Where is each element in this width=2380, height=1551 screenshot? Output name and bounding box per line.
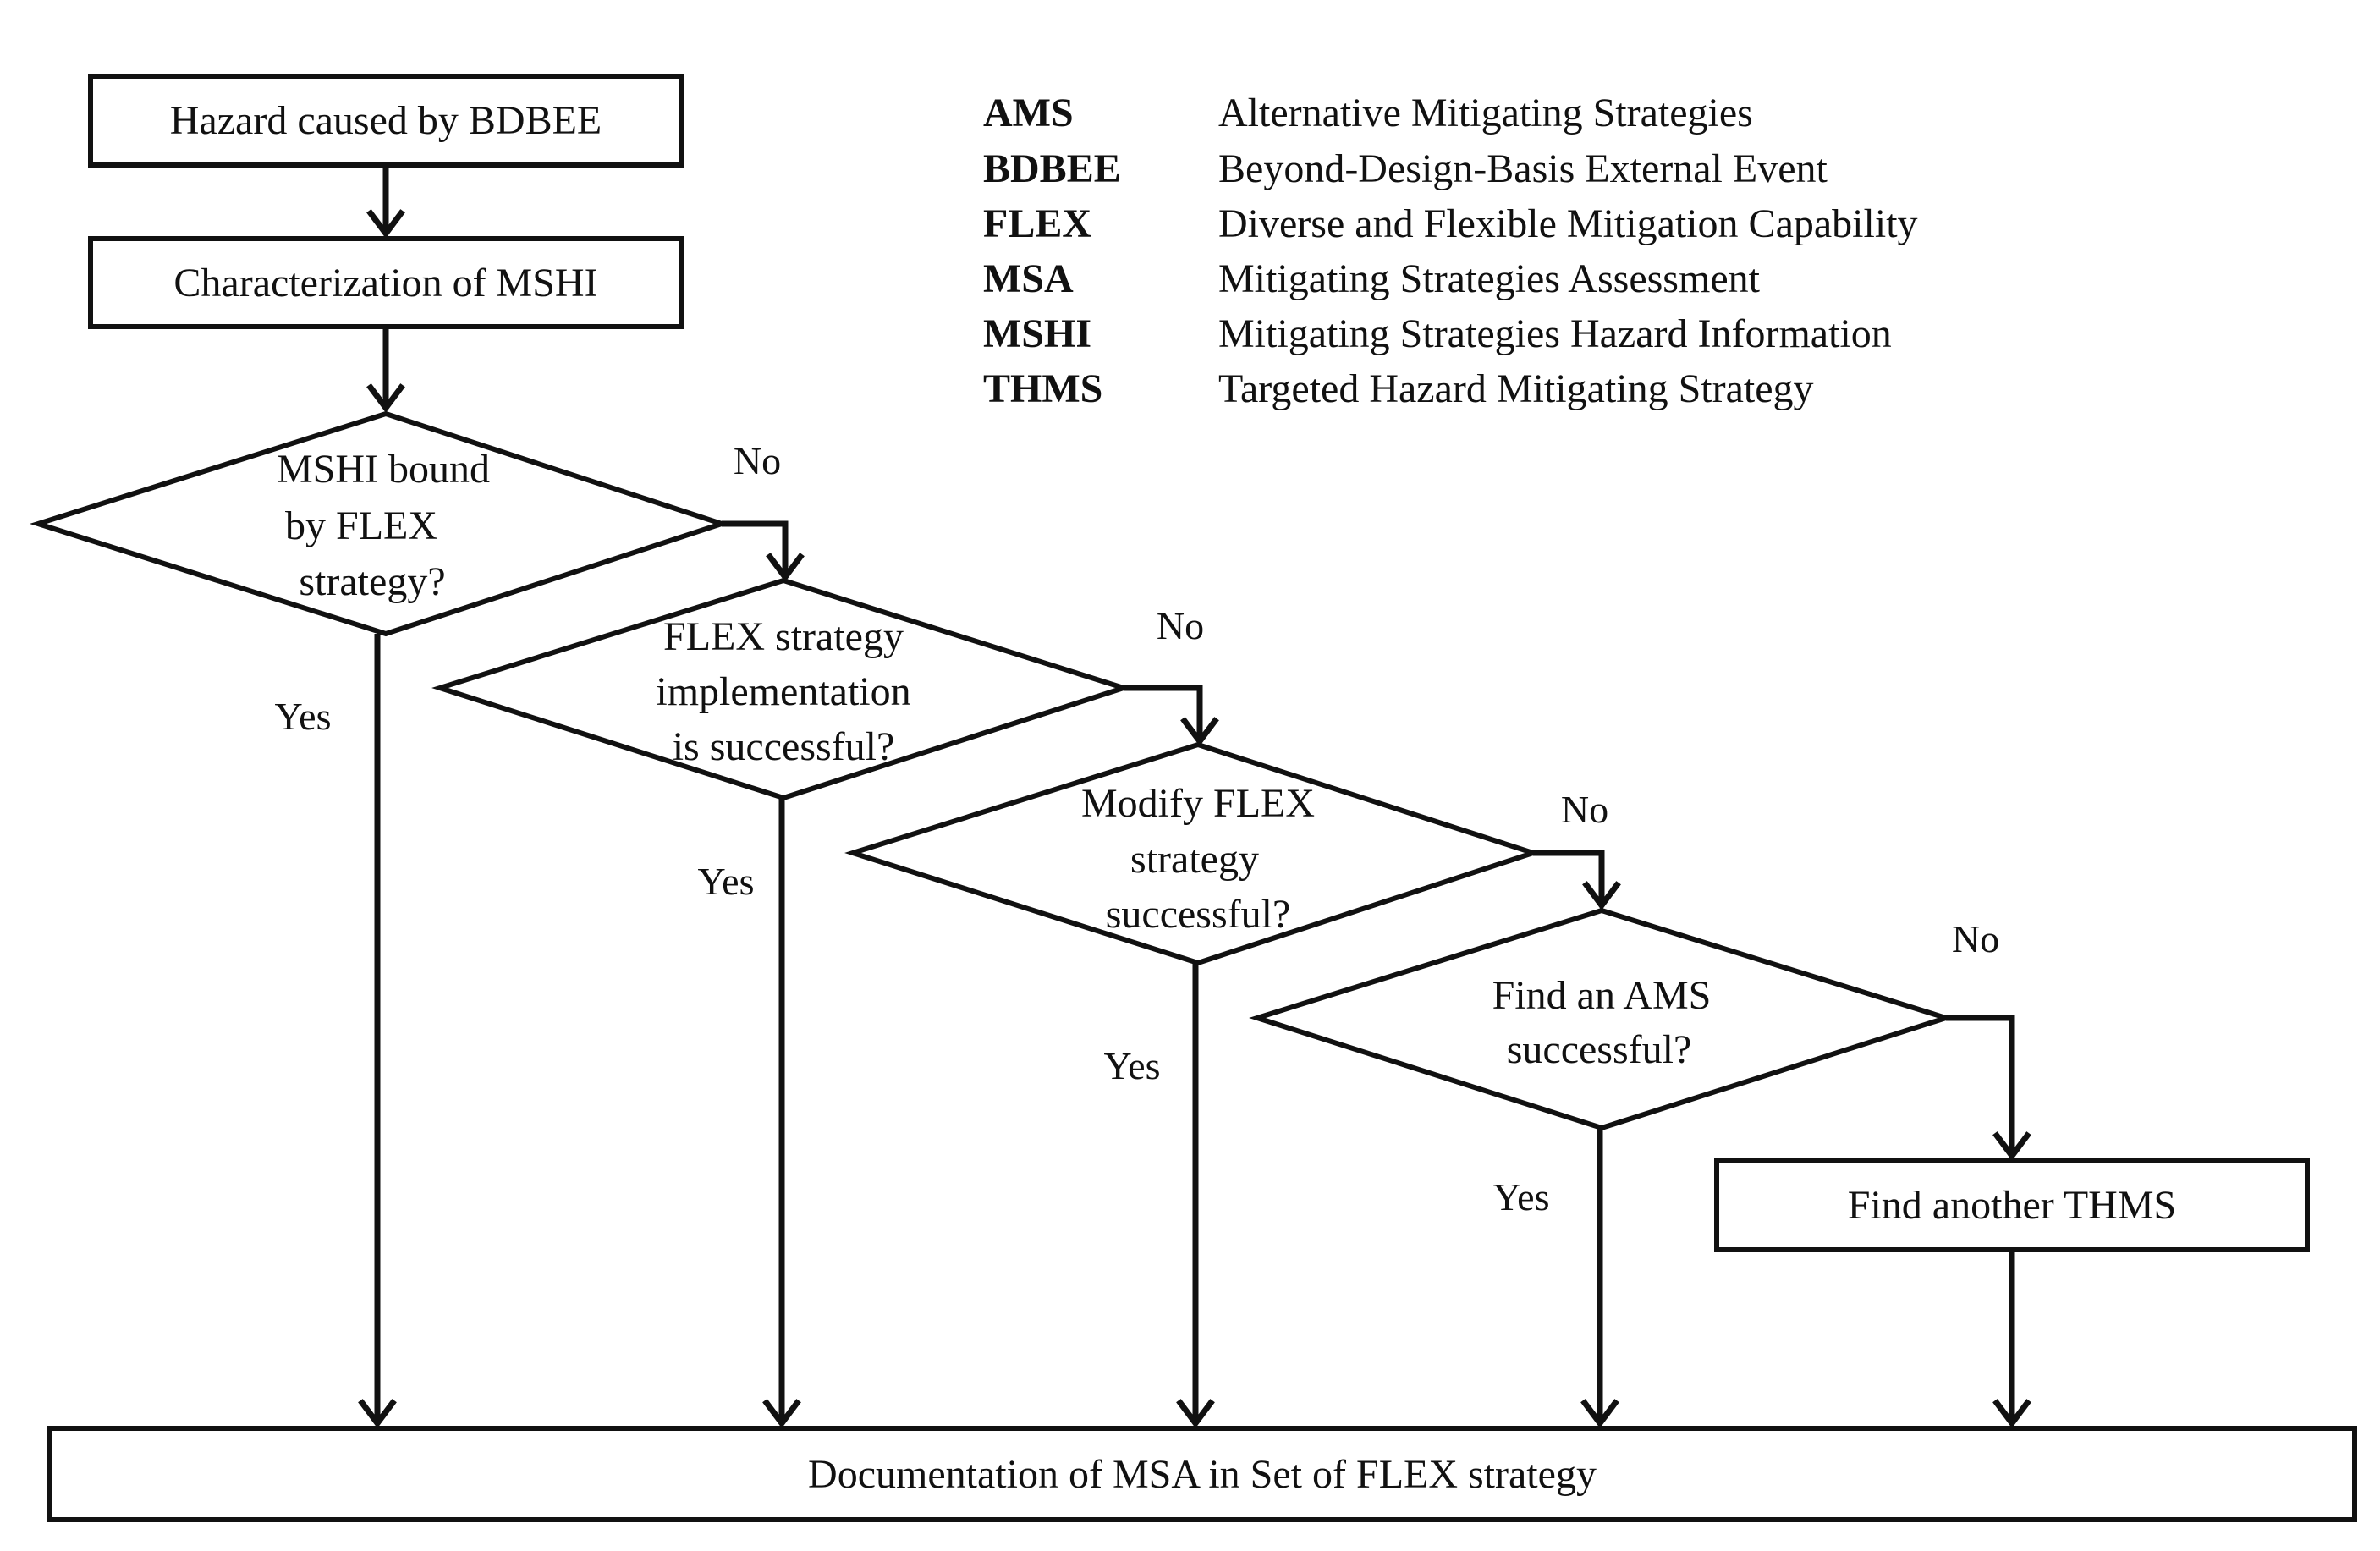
another-thms-node-label: Find another THMS <box>1848 1183 2176 1228</box>
hazard-node: Hazard caused by BDBEE <box>88 74 684 168</box>
arrow-decision1-yes: Yes <box>275 634 397 1428</box>
decision2-line-1: FLEX strategy <box>663 614 904 659</box>
another-thms-node: Find another THMS <box>1714 1158 2310 1252</box>
decision1-line-2: by FLEX <box>285 503 437 548</box>
decision2-yes-label: Yes <box>698 860 755 903</box>
decision1-no-label: No <box>734 439 781 482</box>
legend-def-ams: Alternative Mitigating Strategies <box>1218 91 1753 135</box>
decision3-no-label: No <box>1561 788 1608 831</box>
decision2-line-2: implementation <box>656 669 910 714</box>
arrow-decision2-no: No <box>1124 604 1219 746</box>
decision1-yes-label: Yes <box>275 695 332 738</box>
decision4-yes-label: Yes <box>1493 1175 1550 1218</box>
decision3-node: Modify FLEX strategy successful? <box>844 741 1542 966</box>
arrow-decision1-no: No <box>722 439 805 582</box>
decision4-line-1: Find an AMS <box>1492 973 1712 1018</box>
decision3-yes-label: Yes <box>1104 1044 1161 1087</box>
decision1-line-3: strategy? <box>299 559 445 604</box>
decision2-no-label: No <box>1157 604 1204 647</box>
decision2-line-3: is successful? <box>673 724 895 769</box>
arrow-characterization-to-decision1 <box>366 327 405 413</box>
decision3-line-3: successful? <box>1106 892 1291 937</box>
documentation-node-label: Documentation of MSA in Set of FLEX stra… <box>808 1452 1597 1497</box>
abbreviation-legend: AMS Alternative Mitigating Strategies BD… <box>983 91 1918 411</box>
decision4-node: Find an AMS successful? <box>1249 907 1954 1131</box>
arrow-decision4-yes: Yes <box>1493 1128 1619 1428</box>
legend-def-flex: Diverse and Flexible Mitigation Capabili… <box>1218 201 1918 246</box>
arrow-hazard-to-characterization <box>366 165 405 239</box>
legend-abbr-msa: MSA <box>983 256 1074 301</box>
arrow-another-to-documentation <box>1992 1250 2031 1428</box>
legend-abbr-bdbee: BDBEE <box>983 146 1121 191</box>
characterization-node-label: Characterization of MSHI <box>173 261 597 305</box>
legend-def-mshi: Mitigating Strategies Hazard Information <box>1218 311 1892 356</box>
legend-def-thms: Targeted Hazard Mitigating Strategy <box>1218 366 1814 411</box>
arrow-decision3-yes: Yes <box>1104 963 1215 1428</box>
arrow-decision2-yes: Yes <box>698 798 801 1428</box>
decision1-line-1: MSHI bound <box>277 447 490 492</box>
decision2-node: FLEX strategy implementation is successf… <box>431 577 1132 801</box>
arrow-decision3-no: No <box>1533 788 1621 910</box>
legend-abbr-mshi: MSHI <box>983 311 1091 356</box>
hazard-node-label: Hazard caused by BDBEE <box>170 98 602 143</box>
decision1-node: MSHI bound by FLEX strategy? <box>30 410 730 637</box>
decision3-line-1: Modify FLEX <box>1081 781 1315 826</box>
legend-def-bdbee: Beyond-Design-Basis External Event <box>1218 146 1828 191</box>
characterization-node: Characterization of MSHI <box>88 236 684 329</box>
legend-abbr-flex: FLEX <box>983 201 1091 246</box>
legend-abbr-ams: AMS <box>983 91 1074 135</box>
decision3-line-2: strategy <box>1130 837 1259 882</box>
legend-def-msa: Mitigating Strategies Assessment <box>1218 256 1761 301</box>
arrow-decision4-no: No <box>1946 917 2031 1161</box>
documentation-node: Documentation of MSA in Set of FLEX stra… <box>47 1426 2357 1522</box>
decision4-line-2: successful? <box>1507 1027 1692 1072</box>
decision4-no-label: No <box>1952 917 1999 960</box>
legend-abbr-thms: THMS <box>983 366 1102 411</box>
